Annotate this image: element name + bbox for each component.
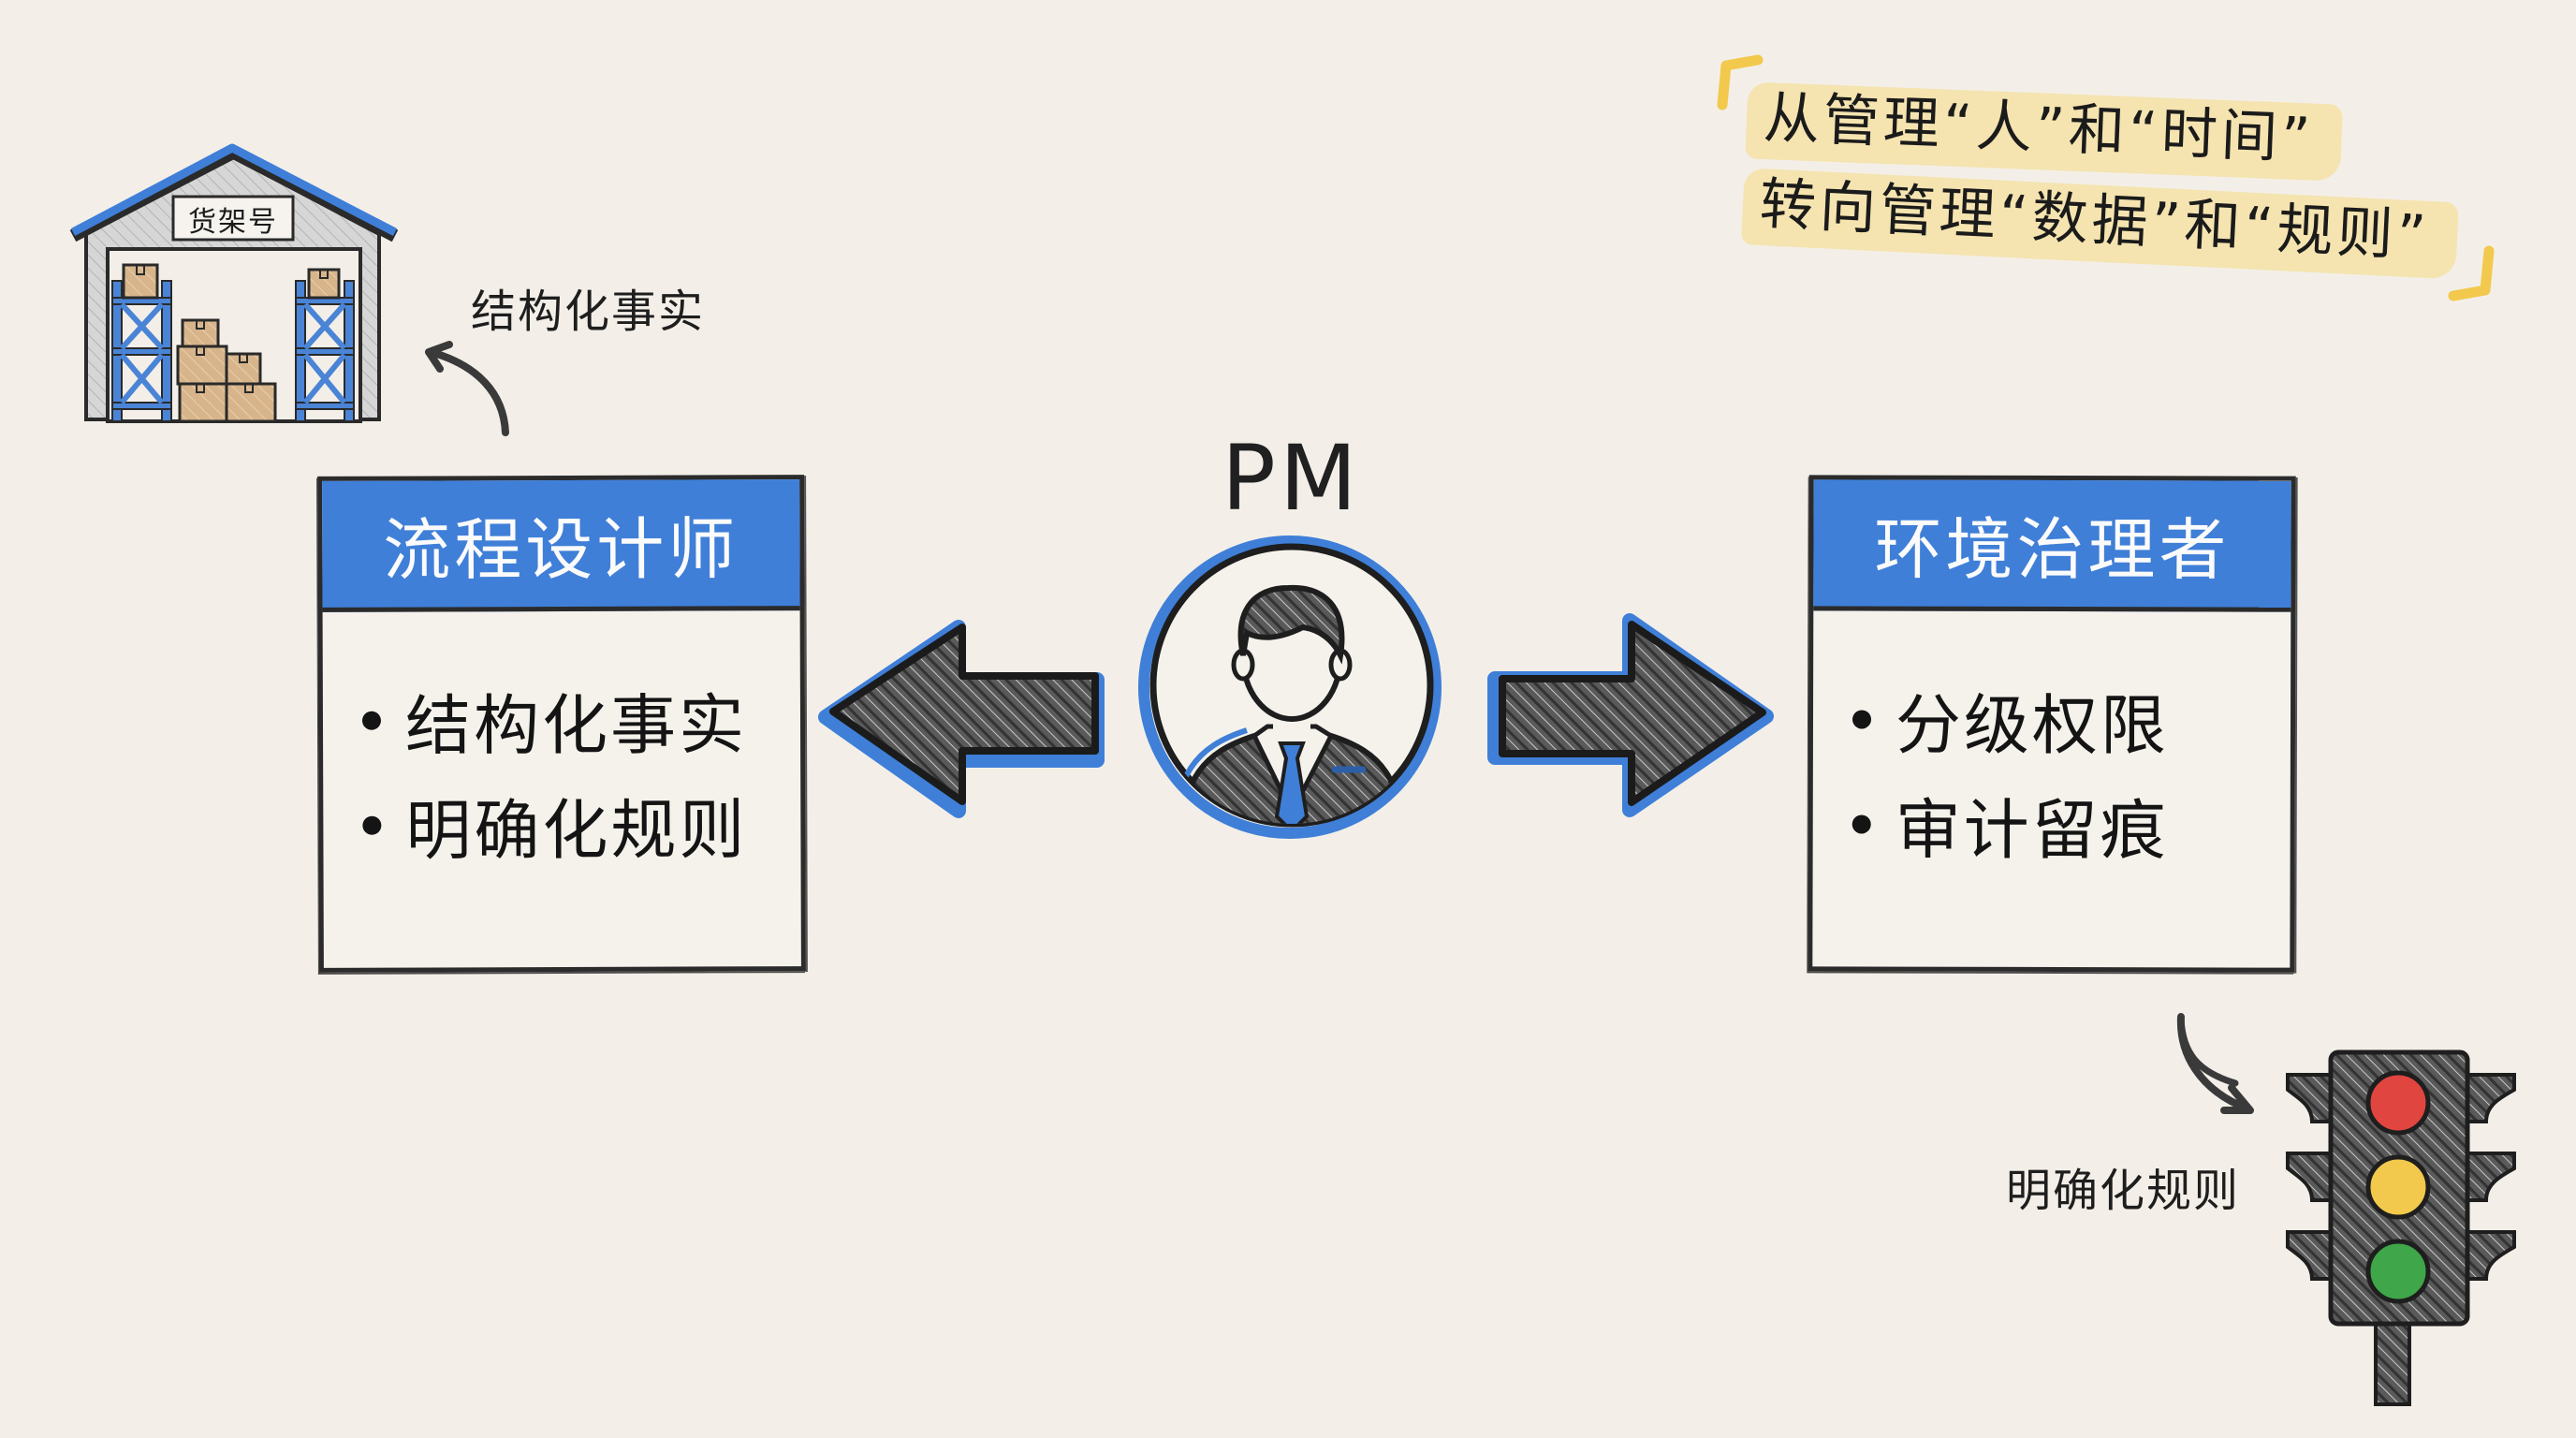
bullet-text: 审计留痕 [1895,791,2169,869]
bullet-item: 结构化事实 [361,667,800,773]
bullet-dot [1852,710,1872,729]
right-arrow-icon [1487,613,1774,817]
curved-arrow-icon [425,341,509,436]
bullet-item: 审计留痕 [1852,771,2291,877]
curved-arrow-icon [2177,1016,2239,1087]
warehouse-icon [69,143,399,423]
bullet-item: 明确化规则 [362,771,800,878]
quote-line-2: 转向管理“数据”和“规则” [1740,168,2460,280]
pm-label: PM [1222,426,1361,531]
card-title: 流程设计师 [322,479,800,612]
role-card-process-designer: 流程设计师 结构化事实 明确化规则 [317,475,806,973]
card-title: 环境治理者 [1813,479,2291,612]
green-light [2365,1239,2431,1304]
yellow-light [2365,1154,2431,1220]
bullet-dot [1852,814,1871,834]
bullet-dot [362,815,382,835]
pm-avatar-icon [1138,536,1442,839]
traffic-light-icon [2286,1049,2516,1406]
warehouse-sign: 货架号 [188,206,278,239]
curved-arrow-icon [2176,1013,2254,1114]
warehouse-annotation: 结构化事实 [471,286,706,338]
traffic-light-annotation: 明确化规则 [2006,1165,2241,1217]
bullet-dot [361,711,382,730]
bullet-text: 结构化事实 [404,685,748,765]
role-card-environment-governor: 环境治理者 分级权限 审计留痕 [1808,475,2296,973]
quote-callout: 从管理“人”和“时间” 转向管理“数据”和“规则” [1717,54,2509,309]
bullet-item: 分级权限 [1852,667,2291,772]
red-light [2365,1070,2431,1136]
quote-bracket-open-icon [1717,54,1764,110]
bullet-text: 明确化规则 [405,790,748,870]
bullet-text: 分级权限 [1895,686,2170,764]
quote-line-1: 从管理“人”和“时间” [1745,81,2344,182]
quote-bracket-close-icon [2448,245,2495,301]
left-arrow-icon [818,620,1105,818]
